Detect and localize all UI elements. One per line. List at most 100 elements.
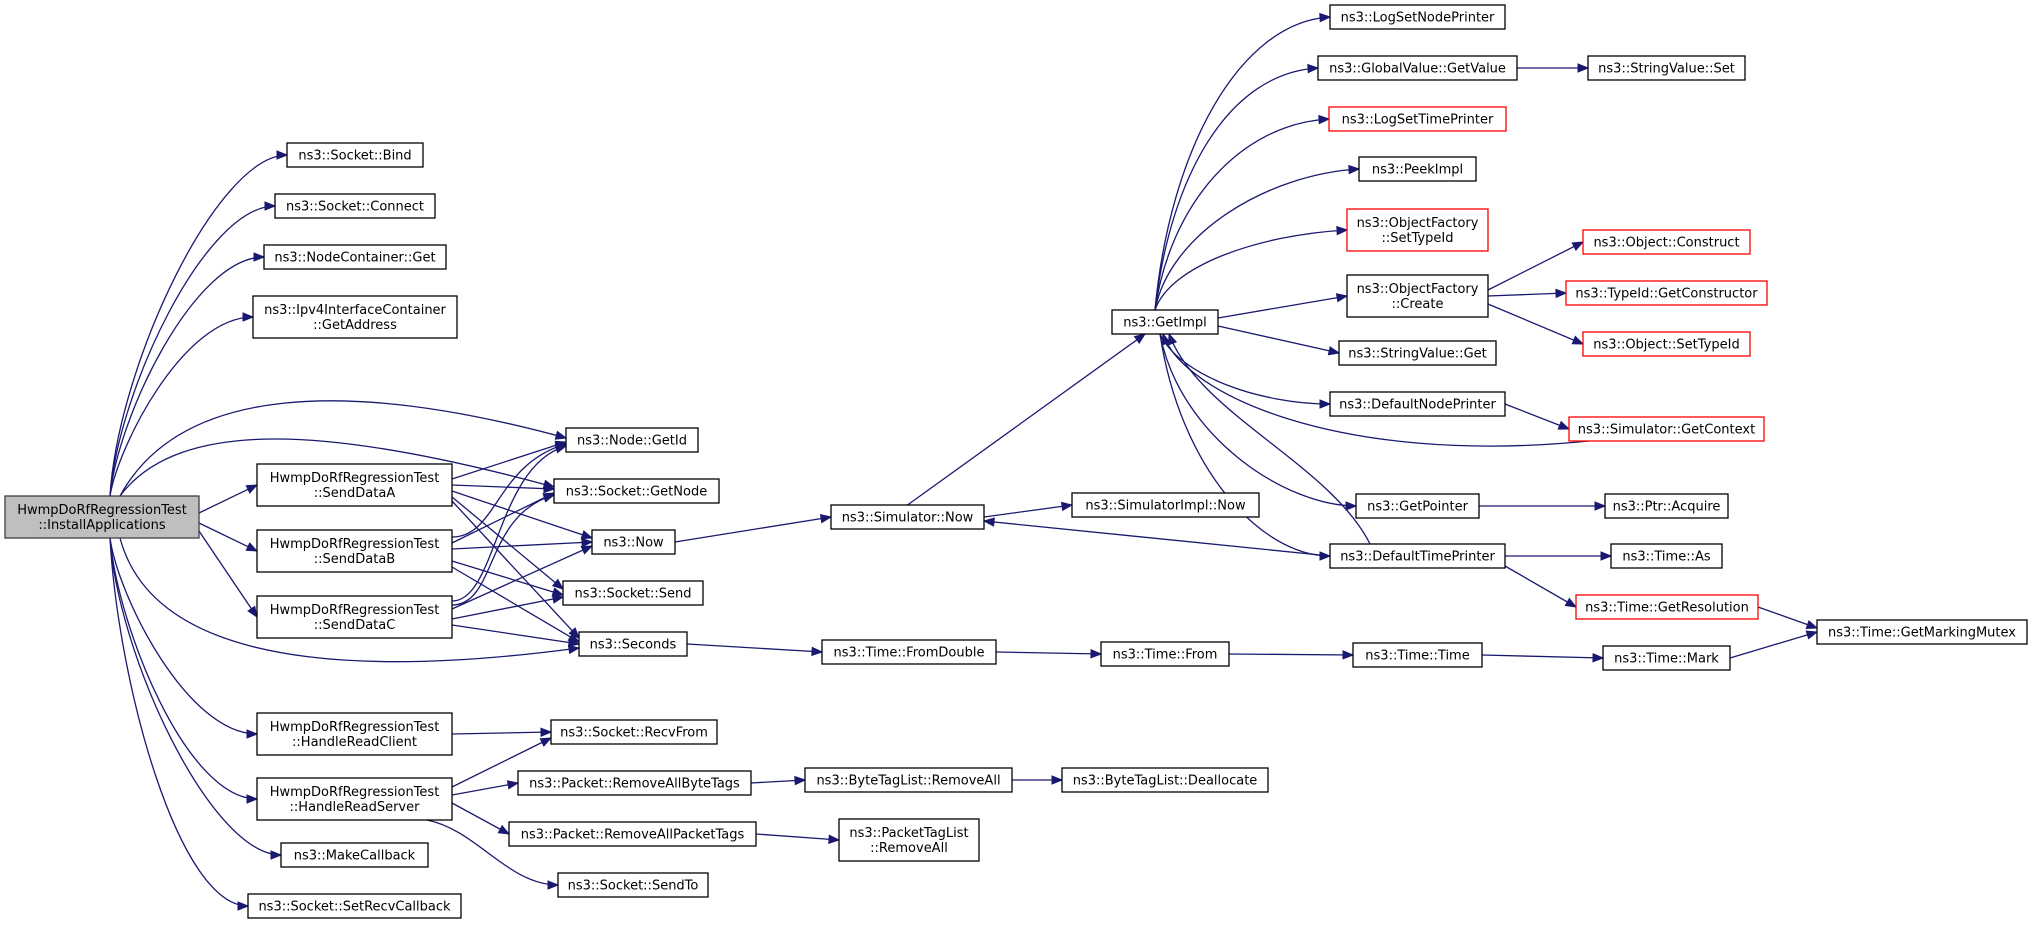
node-sv_set[interactable]: ns3::StringValue::Set — [1587, 55, 1746, 81]
node-recvfrom[interactable]: ns3::Socket::RecvFrom — [550, 719, 718, 745]
node-box — [1329, 391, 1506, 417]
node-ptl_removeall[interactable]: ns3::PacketTagList::RemoveAll — [838, 818, 980, 862]
node-sim_getcontext[interactable]: ns3::Simulator::GetContext — [1568, 416, 1765, 442]
edge-root-to-bind — [109, 154, 288, 497]
edge-root-to-handlereadserver-arrowhead — [246, 794, 259, 804]
edge-senddataB-to-socket_send — [451, 560, 564, 596]
node-box — [821, 639, 997, 665]
node-box — [274, 193, 436, 219]
node-defaultnodeprinter[interactable]: ns3::DefaultNodePrinter — [1329, 391, 1506, 417]
node-btl_dealloc[interactable]: ns3::ByteTagList::Deallocate — [1061, 767, 1269, 793]
node-box — [4, 495, 200, 539]
node-senddataA[interactable]: HwmpDoRfRegressionTest::SendDataA — [256, 463, 453, 507]
node-senddataB[interactable]: HwmpDoRfRegressionTest::SendDataB — [256, 529, 453, 573]
node-label: ns3::DefaultTimePrinter — [1340, 550, 1495, 565]
node-time_getmarkmutex[interactable]: ns3::Time::GetMarkingMutex — [1816, 619, 2028, 645]
node-gv_getvalue[interactable]: ns3::GlobalValue::GetValue — [1317, 55, 1518, 81]
node-box — [1582, 331, 1751, 357]
node-logsettimeprinter[interactable]: ns3::LogSetTimePrinter — [1328, 106, 1507, 132]
edge-senddataC-to-seconds-arrowhead — [567, 637, 581, 648]
node-sim_now[interactable]: ns3::Simulator::Now — [830, 504, 985, 530]
node-label: ns3::Socket::Bind — [298, 149, 411, 164]
node-label: ns3::Socket::RecvFrom — [560, 726, 708, 741]
node-label: ns3::Packet::RemoveAllByteTags — [529, 777, 740, 792]
edge-handlereadserver-to-sendto-arrowhead — [547, 880, 560, 890]
edge-root-to-senddataB — [198, 522, 258, 552]
edge-getimpl-to-logsettimeprinter — [1154, 118, 1330, 311]
node-obj_construct[interactable]: ns3::Object::Construct — [1582, 229, 1751, 255]
edge-root-to-node_getid — [119, 400, 567, 497]
node-time_mark[interactable]: ns3::Time::Mark — [1602, 645, 1731, 671]
edge-sim_now-to-getimpl — [907, 333, 1146, 506]
node-sv_get[interactable]: ns3::StringValue::Get — [1338, 340, 1497, 366]
node-label: ns3::Time::Time — [1365, 649, 1469, 664]
node-time_from[interactable]: ns3::Time::From — [1100, 641, 1230, 667]
node-rm_bytetags[interactable]: ns3::Packet::RemoveAllByteTags — [517, 770, 752, 796]
node-label: ns3::DefaultNodePrinter — [1339, 398, 1496, 413]
node-label: ::SendDataA — [314, 486, 396, 501]
edge-handlereadserver-to-sendto — [426, 819, 559, 886]
node-label: ns3::Time::From — [1113, 648, 1218, 663]
edge-root-to-senddataC — [198, 530, 258, 618]
node-box — [256, 777, 453, 821]
node-socket_send[interactable]: ns3::Socket::Send — [562, 580, 704, 606]
node-time_getres[interactable]: ns3::Time::GetResolution — [1575, 594, 1759, 620]
node-btl_removeall[interactable]: ns3::ByteTagList::RemoveAll — [804, 767, 1013, 793]
node-box — [252, 295, 458, 339]
node-handlereadserver[interactable]: HwmpDoRfRegressionTest::HandleReadServer — [256, 777, 453, 821]
node-now[interactable]: ns3::Now — [591, 529, 676, 555]
node-of_settypeid[interactable]: ns3::ObjectFactory::SetTypeId — [1346, 208, 1489, 252]
node-label: ::SendDataB — [314, 552, 395, 567]
node-simimpl_now[interactable]: ns3::SimulatorImpl::Now — [1071, 492, 1260, 518]
node-connect[interactable]: ns3::Socket::Connect — [274, 193, 436, 219]
edge-senddataB-to-node_getid — [451, 443, 567, 538]
node-label: ns3::Time::FromDouble — [834, 646, 985, 661]
node-sendto[interactable]: ns3::Socket::SendTo — [557, 872, 709, 898]
node-node_getid[interactable]: ns3::Node::GetId — [565, 427, 699, 453]
node-of_create[interactable]: ns3::ObjectFactory::Create — [1346, 274, 1489, 318]
node-getimpl[interactable]: ns3::GetImpl — [1111, 309, 1219, 335]
node-label: ::HandleReadClient — [292, 735, 417, 750]
node-label: ns3::ObjectFactory — [1357, 216, 1479, 231]
edge-root-to-seconds — [119, 537, 580, 663]
node-box — [562, 580, 704, 606]
node-handlereadclient[interactable]: HwmpDoRfRegressionTest::HandleReadClient — [256, 712, 453, 756]
node-logsetnodeprinter[interactable]: ns3::LogSetNodePrinter — [1329, 4, 1506, 30]
node-box — [550, 719, 718, 745]
node-root[interactable]: HwmpDoRfRegressionTest::InstallApplicati… — [4, 495, 200, 539]
node-nc_get[interactable]: ns3::NodeContainer::Get — [263, 244, 447, 270]
node-ptr_acquire[interactable]: ns3::Ptr::Acquire — [1604, 493, 1729, 519]
node-defaulttimeprinter[interactable]: ns3::DefaultTimePrinter — [1329, 543, 1506, 569]
node-box — [1602, 645, 1731, 671]
node-box — [517, 770, 752, 796]
node-getpointer[interactable]: ns3::GetPointer — [1355, 493, 1480, 519]
node-box — [280, 842, 429, 868]
node-ipv4_getaddr[interactable]: ns3::Ipv4InterfaceContainer::GetAddress — [252, 295, 458, 339]
node-seconds[interactable]: ns3::Seconds — [578, 631, 688, 657]
edge-of_create-to-obj_settypeid — [1487, 303, 1584, 345]
edge-senddataC-to-now-arrowhead — [580, 545, 594, 555]
node-box — [1338, 340, 1497, 366]
node-obj_settypeid[interactable]: ns3::Object::SetTypeId — [1582, 331, 1751, 357]
edge-rm_bytetags-to-btl_removeall-arrowhead — [794, 775, 807, 786]
node-peekimpl[interactable]: ns3::PeekImpl — [1358, 156, 1477, 182]
node-bind[interactable]: ns3::Socket::Bind — [286, 142, 424, 168]
node-box — [1111, 309, 1219, 335]
edge-senddataA-to-socket_getnode-arrowhead — [543, 483, 556, 494]
node-time_time[interactable]: ns3::Time::Time — [1352, 642, 1483, 668]
edge-getimpl-to-logsettimeprinter-arrowhead — [1318, 114, 1331, 125]
node-setrecvcb[interactable]: ns3::Socket::SetRecvCallback — [247, 893, 462, 919]
edge-getimpl-to-defaultnodeprinter-arrowhead — [1319, 399, 1332, 409]
node-label: HwmpDoRfRegressionTest — [270, 471, 440, 486]
node-label: ns3::GetPointer — [1367, 500, 1468, 515]
node-socket_getnode[interactable]: ns3::Socket::GetNode — [553, 478, 720, 504]
node-time_as[interactable]: ns3::Time::As — [1610, 543, 1723, 569]
node-box — [286, 142, 424, 168]
node-box — [1816, 619, 2028, 645]
node-typeid_getctor[interactable]: ns3::TypeId::GetConstructor — [1565, 280, 1768, 306]
node-senddataC[interactable]: HwmpDoRfRegressionTest::SendDataC — [256, 595, 453, 639]
node-rm_packettags[interactable]: ns3::Packet::RemoveAllPacketTags — [508, 821, 757, 847]
node-makecallback[interactable]: ns3::MakeCallback — [280, 842, 429, 868]
node-fromdouble[interactable]: ns3::Time::FromDouble — [821, 639, 997, 665]
